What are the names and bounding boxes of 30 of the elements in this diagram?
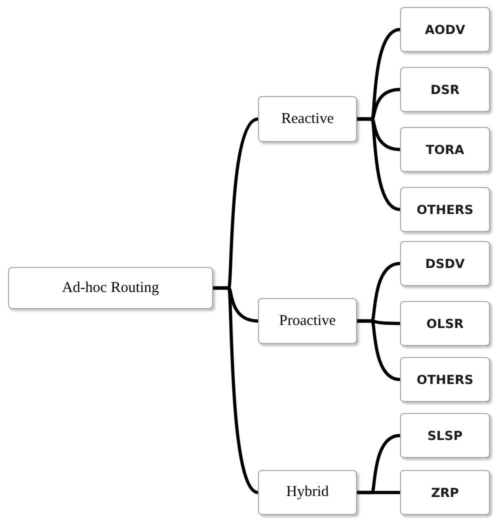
node-label: AODV — [424, 22, 466, 37]
node-label: OTHERS — [416, 202, 474, 217]
node-label: ZRP — [431, 485, 459, 500]
node-label: Reactive — [281, 110, 334, 128]
category-box — [400, 67, 490, 112]
connector-line — [213, 286, 259, 494]
category-box — [400, 241, 490, 286]
node-label: SLSP — [427, 428, 463, 443]
connector-line — [357, 117, 400, 212]
category-box — [258, 298, 357, 344]
connector-line — [357, 490, 400, 494]
node-label: Hybrid — [286, 484, 329, 501]
connector-line — [357, 319, 400, 382]
category-box — [258, 96, 357, 142]
node-label: OTHERS — [416, 372, 474, 387]
category-box — [400, 7, 490, 52]
category-box — [400, 470, 490, 515]
category-box — [400, 187, 490, 232]
category-box — [400, 127, 490, 172]
node-label: OLSR — [426, 316, 464, 331]
node-label: Proactive — [279, 312, 336, 330]
category-box — [400, 301, 490, 346]
node-label: Ad-hoc Routing — [62, 280, 160, 296]
category-box — [8, 267, 213, 309]
category-box — [400, 413, 490, 458]
node-label: TORA — [426, 142, 464, 157]
category-box — [258, 470, 357, 515]
node-label: DSR — [430, 82, 460, 97]
node-label: DSDV — [425, 256, 465, 271]
category-box — [400, 357, 490, 402]
